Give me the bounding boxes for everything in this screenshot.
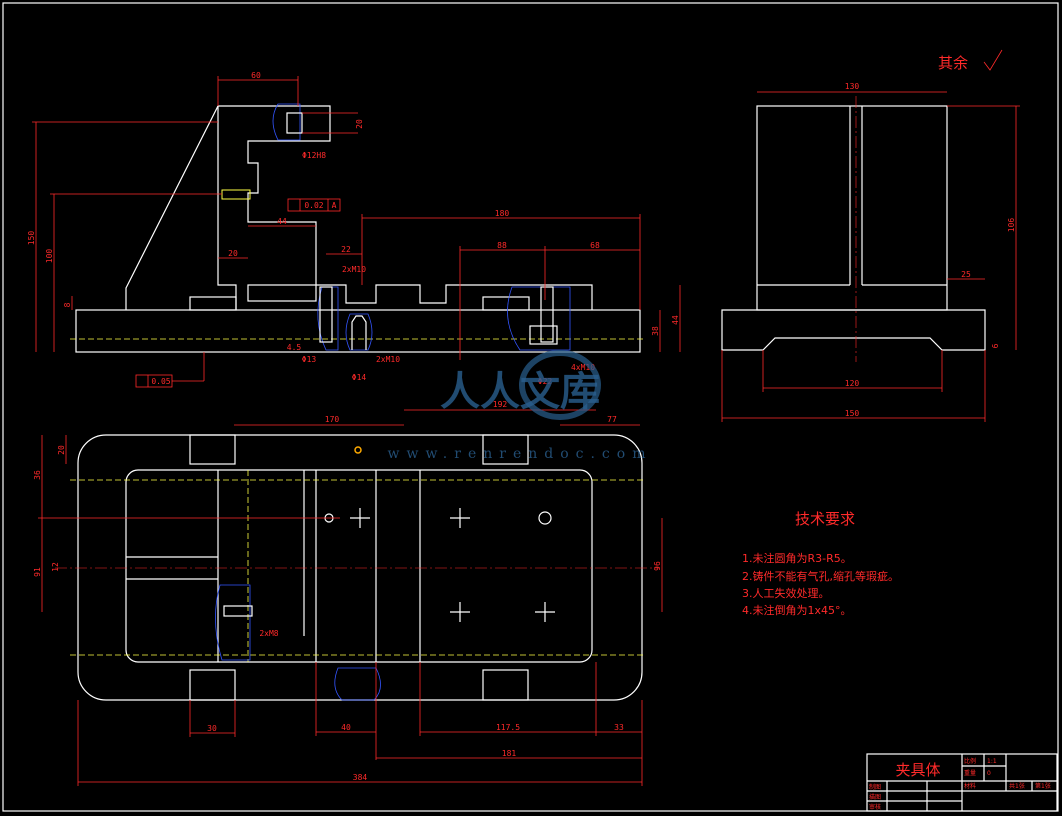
dim-phi13: Φ13 <box>302 355 317 364</box>
dim-38: 38 <box>651 326 660 336</box>
dim-130: 130 <box>845 82 860 91</box>
tech-req-title: 技术要求 <box>795 510 855 528</box>
material-label: 材料 <box>964 782 976 790</box>
dim-60: 60 <box>251 71 261 80</box>
dim-8: 8 <box>63 302 72 307</box>
dim-12: 12 <box>51 562 60 572</box>
dim-20: 20 <box>228 249 238 258</box>
front-view: 60 150 100 8 20 44 22 180 88 68 38 44 4.… <box>27 71 681 388</box>
tol-parallel: 0.02 <box>304 201 323 210</box>
dim-68: 68 <box>590 241 600 250</box>
tol-flatness: 0.05 <box>151 377 170 386</box>
dim-96: 96 <box>653 561 662 571</box>
dim-170: 170 <box>325 415 340 424</box>
dim-91: 91 <box>33 567 42 577</box>
side-view: 130 106 25 120 150 6 <box>721 82 1020 422</box>
dim-22: 22 <box>341 245 351 254</box>
dim-30: 30 <box>207 724 217 733</box>
dim-77: 77 <box>607 415 617 424</box>
scale-value: 1:1 <box>987 758 997 765</box>
tol-datum: A <box>332 201 337 210</box>
watermark-url: www.renrendoc.com <box>388 446 653 462</box>
dim-180: 180 <box>495 209 510 218</box>
scale-label: 比例 <box>964 757 976 765</box>
dim-hole-top: Φ12H8 <box>302 151 326 160</box>
sheet-label: 共1张 <box>1009 782 1025 790</box>
dim-top-20: 20 <box>57 445 66 455</box>
dim-phi22: Φ22 <box>538 377 553 386</box>
weight-label: 重量 <box>964 769 976 777</box>
dim-106: 106 <box>1007 218 1016 233</box>
tech-req-item: 1.未注圆角为R3-R5。 <box>742 551 852 565</box>
dim-150: 150 <box>27 231 36 246</box>
other-finish-label: 其余 <box>938 54 968 72</box>
tech-req-item: 3.人工失效处理。 <box>742 586 830 600</box>
watermark-text: 人人文库 <box>440 368 600 415</box>
dim-192: 192 <box>493 400 508 409</box>
dim-6: 6 <box>991 343 1000 348</box>
dim-2xm8: 2xM8 <box>259 629 278 638</box>
drawn-label: 制图 <box>869 783 881 791</box>
dim-25: 25 <box>961 270 971 279</box>
dim-88: 88 <box>497 241 507 250</box>
dim-33: 33 <box>614 723 624 732</box>
dim-120: 120 <box>845 379 860 388</box>
dim-hole-20: 20 <box>355 119 364 129</box>
dim-40: 40 <box>341 723 351 732</box>
dim-117-5: 117.5 <box>496 723 520 732</box>
reviewed-label: 审核 <box>869 803 881 811</box>
tech-req-item: 4.未注倒角为1x45°。 <box>742 603 852 617</box>
roughness-icon <box>983 49 1003 71</box>
technical-requirements: 技术要求 1.未注圆角为R3-R5。 2.铸件不能有气孔,缩孔等瑕疵。 3.人工… <box>742 510 899 617</box>
tech-req-item: 2.铸件不能有气孔,缩孔等瑕疵。 <box>742 569 899 583</box>
dim-44: 44 <box>277 217 287 226</box>
title-block: 夹具体 比例 1:1 重量 0 材料 共1张 第1张 制图 描图 审核 <box>866 753 1058 812</box>
dim-4xm10: 4xM10 <box>571 363 595 372</box>
dim-36: 36 <box>33 470 42 480</box>
weight-value: 0 <box>987 770 991 777</box>
dim-2xm10-a: 2xM10 <box>342 265 366 274</box>
dim-44b: 44 <box>671 315 680 325</box>
dim-100: 100 <box>45 249 54 264</box>
sheet-no-label: 第1张 <box>1035 782 1051 790</box>
checked-label: 描图 <box>869 793 881 801</box>
dim-4-5: 4.5 <box>287 343 302 352</box>
top-view: 170 192 77 20 36 91 12 96 2xM8 30 40 117… <box>33 400 663 786</box>
watermark: 人人文库 www.renrendoc.com <box>388 350 653 462</box>
dim-384: 384 <box>353 773 368 782</box>
dim-181: 181 <box>502 749 517 758</box>
dim-2xm10-b: 2xM10 <box>376 355 400 364</box>
dim-150-bottom: 150 <box>845 409 860 418</box>
dim-phi14: Φ14 <box>352 373 367 382</box>
part-name: 夹具体 <box>895 761 940 779</box>
